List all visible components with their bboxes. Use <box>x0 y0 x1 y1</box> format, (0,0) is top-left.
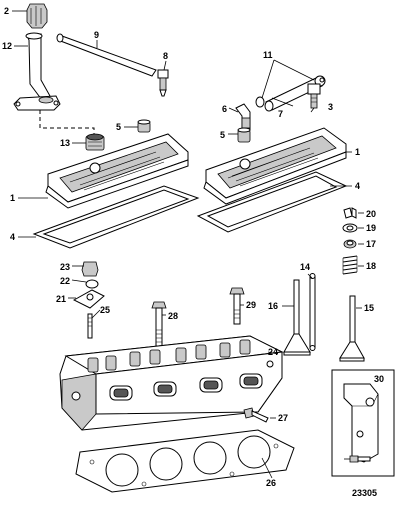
exhaust-ports <box>109 373 263 401</box>
callout-8: 8 <box>163 51 168 61</box>
rocker-ball <box>85 279 99 289</box>
callout-16: 17 <box>366 239 376 249</box>
alignment-line <box>39 110 95 138</box>
callout-4: 4 <box>10 232 15 242</box>
callout-10: 11 <box>263 50 273 60</box>
callout-18: 19 <box>366 223 376 233</box>
callout-14: 15 <box>364 303 374 313</box>
callout-27: 28 <box>168 311 178 321</box>
callout-29: 30 <box>374 374 384 384</box>
callout-1b: 1 <box>355 147 360 157</box>
valve-retainer <box>342 223 358 233</box>
callout-labels: 2 12 9 8 11 7 3 6 5 5 13 1 1 4 4 20 19 1… <box>2 6 384 498</box>
valve-cover-gasket-left <box>32 185 200 249</box>
callout-6: 6 <box>222 104 227 114</box>
callout-12: 13 <box>60 138 70 148</box>
oil-fill-tube <box>13 32 61 111</box>
bracket-bolt <box>349 455 371 463</box>
pushrod <box>309 273 316 351</box>
callout-5b: 5 <box>220 130 225 140</box>
breather-elbow <box>235 103 251 131</box>
valve-lock <box>343 207 357 219</box>
reference-number: 23305 <box>352 488 377 498</box>
callout-7: 7 <box>278 109 283 119</box>
callout-22: 23 <box>60 262 70 272</box>
pcv-hose <box>56 33 157 77</box>
callout-9: 9 <box>94 30 99 40</box>
callout-25: 26 <box>266 478 276 488</box>
leader-lines <box>12 10 364 479</box>
callout-19: 20 <box>366 209 376 219</box>
callout-24: 25 <box>100 305 110 315</box>
breather-clamp <box>255 96 265 108</box>
callout-2: 2 <box>4 6 9 16</box>
bracket <box>343 383 379 463</box>
exhaust-valve <box>339 295 365 362</box>
inset-detail <box>331 369 395 477</box>
callout-23: 24 <box>268 347 278 357</box>
valve-cover-left <box>45 133 189 209</box>
head-gasket <box>75 429 295 493</box>
pcv-valve <box>157 69 169 97</box>
head-bolt-short <box>229 287 245 325</box>
valve-cover-right <box>203 127 347 205</box>
breather-fitting <box>307 83 321 109</box>
head-bolt-long <box>151 301 167 347</box>
valve-spring <box>342 255 358 275</box>
callout-4b: 4 <box>355 181 360 191</box>
cylinder-head <box>59 335 284 431</box>
rocker-arm <box>72 289 105 309</box>
callout-5: 5 <box>116 122 121 132</box>
valve-seal <box>343 239 357 249</box>
callout-21: 22 <box>60 276 70 286</box>
callout-3: 3 <box>328 102 333 112</box>
callout-11: 12 <box>2 41 12 51</box>
oil-fill-cap <box>26 3 48 29</box>
rocker-stud <box>87 313 93 339</box>
head-valve-springs <box>87 339 251 373</box>
valve-cover-gasket-right <box>196 171 348 233</box>
callout-26: 27 <box>278 413 288 423</box>
breather-grommet-left <box>137 119 151 133</box>
callout-15: 16 <box>268 301 278 311</box>
grommet <box>85 133 105 151</box>
head-bolt-side <box>243 407 269 423</box>
callout-17: 18 <box>366 261 376 271</box>
breather-grommet-right <box>237 127 251 143</box>
callout-13: 14 <box>300 262 310 272</box>
callout-28: 29 <box>246 300 256 310</box>
intake-valve <box>283 279 311 356</box>
callout-20: 21 <box>56 294 66 304</box>
callout-1: 1 <box>10 193 15 203</box>
rocker-nut <box>81 261 99 277</box>
